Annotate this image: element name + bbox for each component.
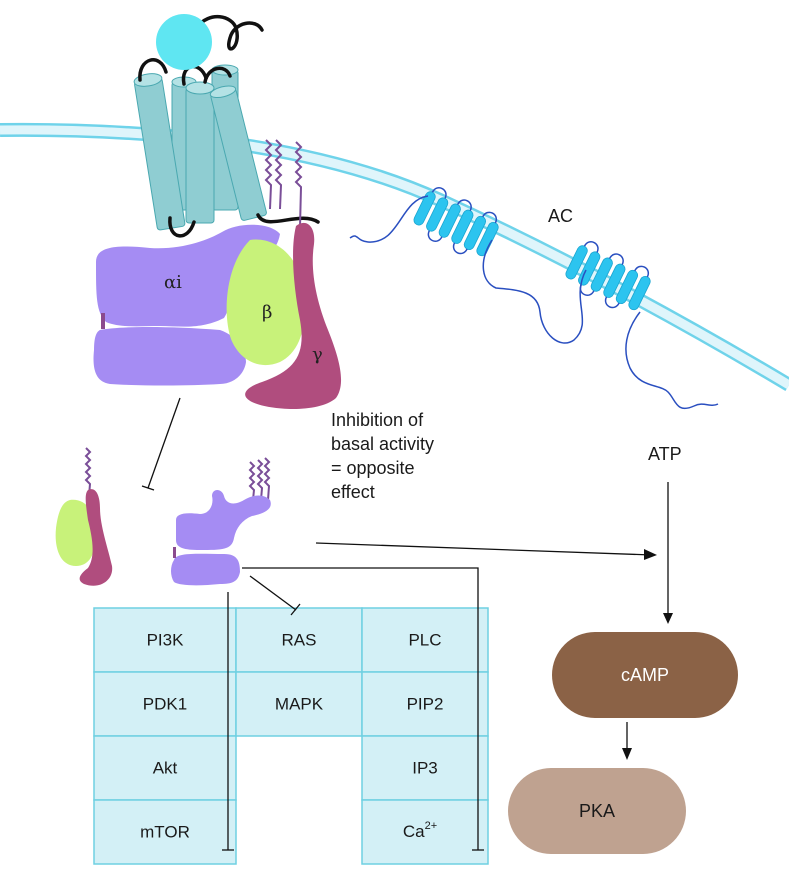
g-alpha-subunit [96, 224, 280, 327]
gpcr-receptor [133, 15, 320, 238]
inhibition-note: Inhibition of basal activity = opposite … [331, 410, 434, 502]
mtor-label: mTOR [140, 822, 190, 841]
mapk-label: MAPK [275, 694, 324, 713]
ras-label: RAS [282, 630, 317, 649]
inhibition-line-4: effect [331, 482, 375, 502]
arrow-head-camp [622, 748, 632, 760]
pi3k-label: PI3K [147, 630, 185, 649]
free-beta-gamma [55, 447, 113, 586]
atp-label: ATP [648, 444, 682, 464]
beta-label: β [262, 302, 272, 323]
g-gamma-subunit [245, 222, 342, 409]
arrow-head-galpha [644, 549, 657, 560]
ip3-label: IP3 [412, 758, 438, 777]
g-alpha-inhibitions [222, 567, 484, 851]
ligand [156, 14, 212, 70]
adenylyl-cyclase: AC [349, 187, 719, 410]
camp-box [552, 632, 738, 718]
alpha-i-label: αi [164, 272, 182, 293]
arrow-head-atp [663, 613, 673, 624]
camp-label: cAMP [621, 665, 669, 685]
g-protein-complex: αi β γ [93, 139, 342, 409]
gamma-label: γ [312, 344, 323, 365]
pathway-grid: PI3K PDK1 Akt mTOR RAS MAPK PLC PIP2 IP3… [93, 607, 489, 865]
inhibition-line-3: = opposite [331, 458, 415, 478]
free-g-alpha [171, 457, 271, 586]
plc-label: PLC [408, 630, 441, 649]
atp-camp-pathway: ATP cAMP PKA [315, 444, 738, 854]
dissociation-inhibition-line [141, 397, 181, 491]
inhibition-line-2: basal activity [331, 434, 434, 454]
ac-label: AC [548, 206, 573, 226]
g-beta-subunit [226, 239, 305, 366]
pip2-label: PIP2 [407, 694, 444, 713]
pdk1-label: PDK1 [143, 694, 187, 713]
ca2-label: Ca2+ [403, 820, 437, 842]
pka-label: PKA [579, 801, 615, 821]
pka-box [508, 768, 686, 854]
akt-label: Akt [153, 758, 178, 777]
inhibition-line-1: Inhibition of [331, 410, 424, 430]
